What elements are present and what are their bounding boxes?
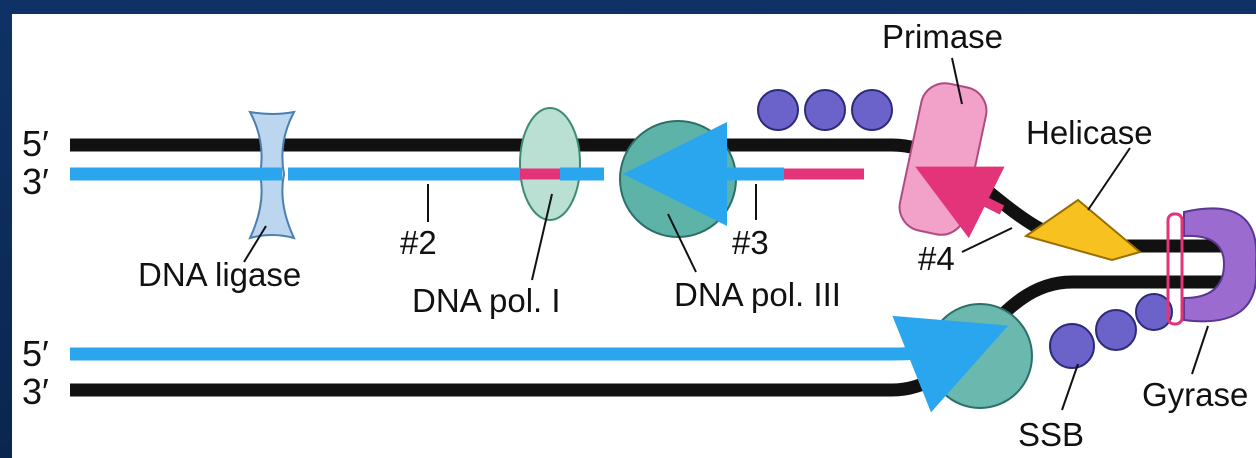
leader-line	[1061, 363, 1079, 411]
primer-4	[915, 166, 1005, 239]
gyrase	[1183, 207, 1256, 323]
leader-line	[243, 225, 267, 263]
primase-label: Primase	[882, 18, 1003, 55]
dna-ligase-label: DNA ligase	[138, 256, 301, 293]
top-3-prime-label: 3′	[22, 161, 49, 202]
leader-line	[951, 57, 963, 105]
leader-line	[667, 213, 697, 273]
helicase	[1023, 198, 1143, 262]
leader-line	[1087, 147, 1131, 211]
ssb-protein	[1049, 323, 1095, 369]
fragment-4-label: #4	[918, 240, 955, 277]
top-5-prime-label: 5′	[22, 123, 49, 164]
fragment-2-label: #2	[400, 224, 437, 261]
fragment-3-label: #3	[732, 224, 769, 261]
ssb-label: SSB	[1018, 416, 1084, 453]
diagram-panel: 5′ 3′ 5′ 3′ Primase Helicase DNA ligase …	[12, 14, 1256, 458]
leader-line	[1191, 325, 1209, 375]
ssb-protein	[1095, 309, 1137, 351]
leading-strand	[70, 315, 1009, 413]
dna-pol-3-label: DNA pol. III	[674, 276, 841, 313]
gyrase-label: Gyrase	[1142, 376, 1248, 413]
leader-line	[531, 193, 553, 281]
helicase-label: Helicase	[1026, 114, 1153, 151]
ssb-protein	[851, 89, 893, 131]
dna-pol-1-label: DNA pol. I	[412, 282, 561, 319]
leader-line	[961, 227, 1013, 253]
dna-pol-3-leading	[927, 303, 1033, 409]
primase	[898, 82, 988, 236]
gyrase-band	[1166, 212, 1184, 326]
dna-replication-diagram: 5′ 3′ 5′ 3′ Primase Helicase DNA ligase …	[22, 18, 1256, 453]
ssb-protein	[804, 89, 846, 131]
bottom-5-prime-label: 5′	[22, 333, 49, 374]
ssb-protein	[757, 89, 799, 131]
ssb-protein	[1135, 293, 1173, 331]
bottom-3-prime-label: 3′	[22, 371, 49, 412]
dna-pol-1	[519, 107, 581, 221]
